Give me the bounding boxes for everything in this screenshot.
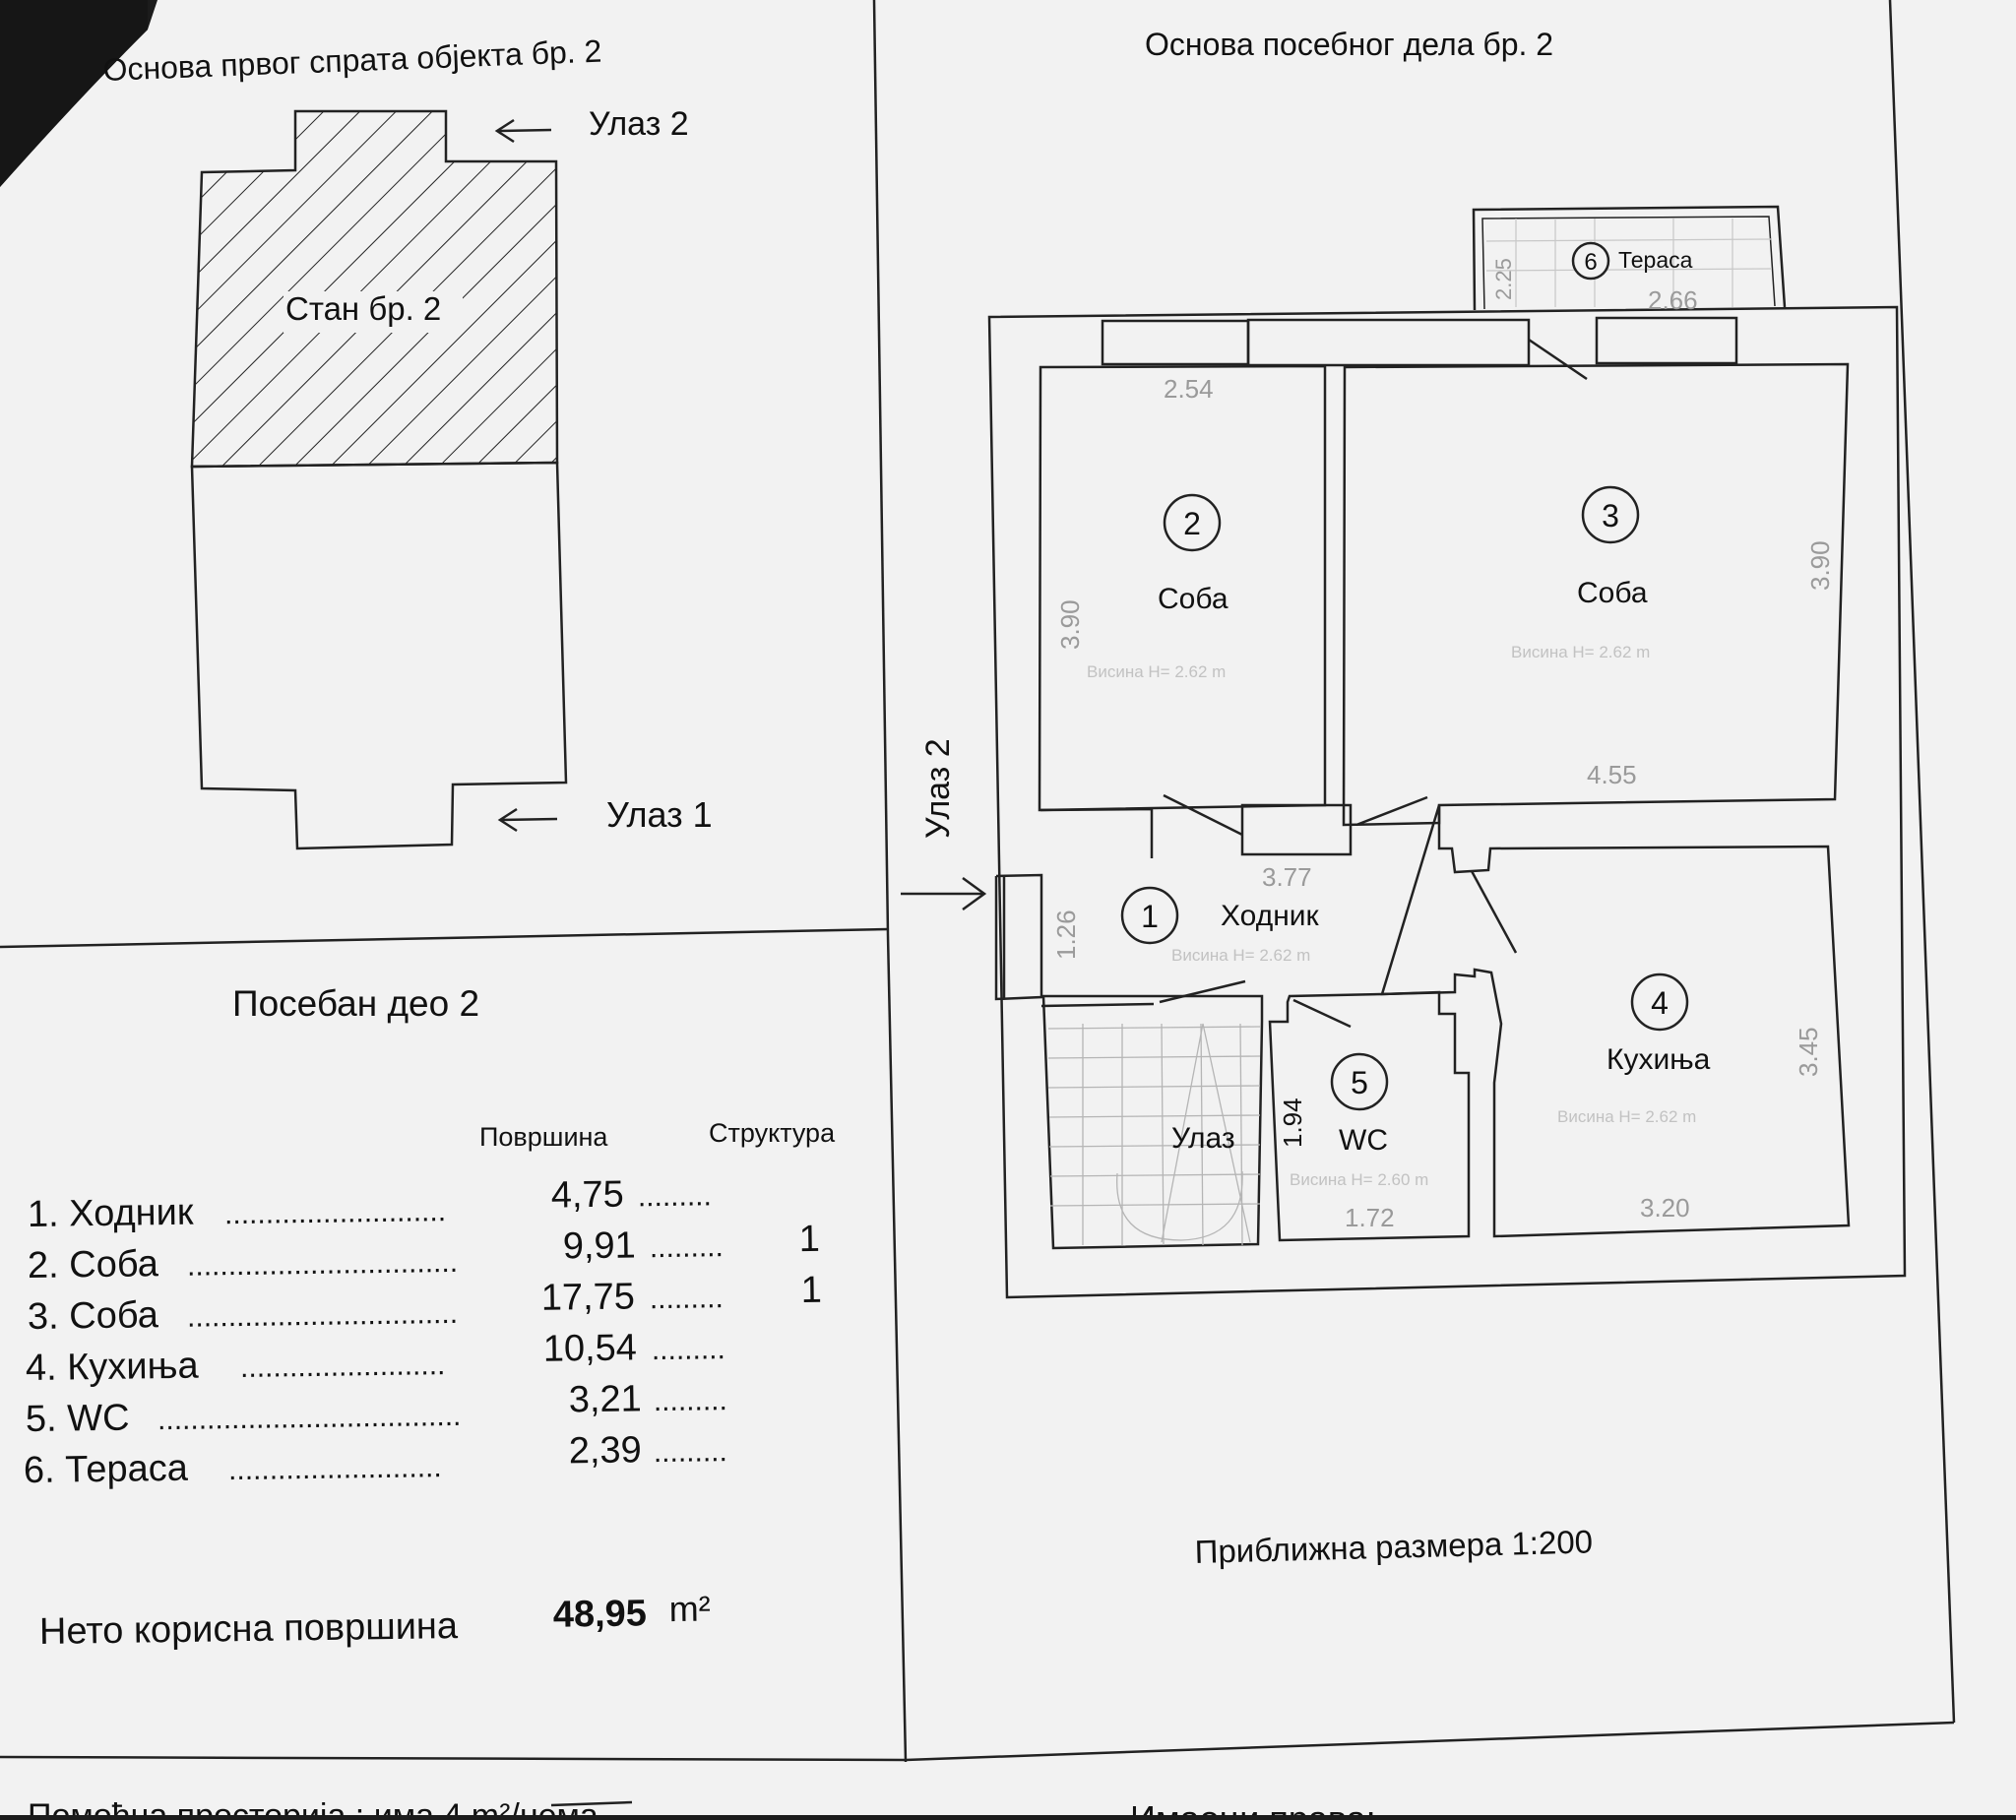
row-area: 9,91 — [562, 1224, 636, 1267]
room-2-name: Соба — [1158, 583, 1228, 615]
summary-row: 4. Кухиња ......................... 10,5… — [26, 1327, 725, 1389]
room-6-name: Тераса — [1618, 247, 1693, 273]
room-1-number: 1 — [1141, 899, 1159, 934]
net-area-label: Нето корисна површина — [39, 1605, 459, 1653]
dim-room3-depth: 3.90 — [1805, 540, 1835, 591]
arrow-entrance-bottom — [497, 807, 558, 833]
row-structure: 1 — [800, 1270, 822, 1311]
footer-left: Помоћна просторија : има 4 m²/нема — [28, 1797, 598, 1815]
row-leader-2: ......... — [652, 1333, 725, 1366]
row-leader: ..................................... — [158, 1400, 462, 1436]
dim-kitchen-width: 3.20 — [1640, 1193, 1690, 1223]
net-area-unit: m² — [668, 1588, 711, 1629]
row-leader: ......................... — [240, 1349, 446, 1384]
room-4-height: Висина H= 2.62 m — [1557, 1107, 1696, 1126]
summary-row: 6. Тераса .......................... 2,3… — [24, 1429, 727, 1491]
lower-area — [190, 461, 568, 850]
row-label: 4. Кухиња — [26, 1346, 200, 1389]
dim-room3-width: 4.55 — [1587, 760, 1637, 789]
room-3-number: 3 — [1602, 498, 1619, 533]
room-5-height: Висина H= 2.60 m — [1290, 1170, 1428, 1189]
room-3-name: Соба — [1577, 577, 1648, 609]
room-4-name: Кухиња — [1606, 1043, 1711, 1076]
room-2-height: Висина H= 2.62 m — [1087, 662, 1226, 681]
row-leader-2: ......... — [638, 1179, 712, 1213]
dim-wc-depth: 1.94 — [1278, 1098, 1307, 1148]
dim-hall-width: 3.77 — [1262, 862, 1312, 892]
col-structure-header: Структура — [709, 1118, 836, 1148]
row-label: 1. Ходник — [28, 1192, 194, 1235]
dim-wc-width: 1.72 — [1345, 1203, 1395, 1232]
arrow-entrance-top — [494, 118, 552, 144]
entrance-top-label: Улаз 2 — [589, 105, 689, 143]
net-area-value: 48,95 — [552, 1593, 647, 1635]
dim-room2-depth: 3.90 — [1055, 599, 1085, 650]
row-leader: ........................... — [224, 1195, 446, 1230]
room-4-number: 4 — [1651, 985, 1669, 1021]
net-area: Нето корисна површина 48,95 m² — [39, 1588, 711, 1653]
room-5-name: WC — [1339, 1124, 1388, 1157]
row-label: 2. Соба — [28, 1243, 159, 1287]
row-area: 10,54 — [542, 1327, 637, 1369]
room-1-height: Висина H= 2.62 m — [1171, 946, 1310, 965]
row-area: 17,75 — [540, 1276, 635, 1318]
summary-row: 3. Соба ................................… — [28, 1270, 822, 1338]
row-leader: .......................... — [228, 1451, 442, 1486]
terrace-outline — [1472, 205, 1787, 311]
summary-row: 2. Соба ................................… — [28, 1219, 820, 1287]
dim-terrace-depth: 2.25 — [1491, 258, 1516, 300]
row-leader: ................................. — [187, 1297, 458, 1334]
row-leader: ................................. — [187, 1246, 458, 1283]
row-leader-2: ......... — [654, 1384, 727, 1417]
footer-right: Имаоци права: — [1130, 1798, 1376, 1815]
dim-room2-width: 2.54 — [1164, 374, 1214, 404]
room-5-number: 5 — [1351, 1065, 1368, 1100]
dim-hall-depth: 1.26 — [1051, 910, 1081, 960]
summary-heading: Посебан део 2 — [232, 983, 479, 1024]
row-label: 3. Соба — [28, 1294, 159, 1338]
right-floor-plan — [901, 205, 1907, 1299]
page-frame — [0, 0, 1954, 1762]
row-leader-2: ......... — [650, 1282, 724, 1315]
row-structure: 1 — [798, 1219, 820, 1260]
footer-struck: нема — [520, 1797, 598, 1815]
stair-steps — [1047, 1023, 1261, 1246]
row-area: 2,39 — [568, 1429, 642, 1472]
entrance-bottom-label: Улаз 1 — [606, 794, 713, 835]
outer-wall — [987, 305, 1907, 1299]
summary-row: 5. WC ..................................… — [26, 1378, 727, 1440]
room-2-number: 2 — [1183, 506, 1201, 541]
left-floor-plan: Стан бр. 2 — [190, 109, 568, 850]
right-plan-title: Основа посебног дела бр. 2 — [1145, 27, 1553, 62]
row-area: 3,21 — [568, 1378, 642, 1420]
side-entrance-label: Улаз 2 — [919, 738, 957, 839]
row-label: 6. Тераса — [24, 1448, 189, 1491]
summary-rows: 1. Ходник ........................... 4,… — [24, 1174, 822, 1492]
room-1-name: Ходник — [1221, 900, 1320, 932]
room-6-number: 6 — [1584, 249, 1597, 276]
stair-label: Улаз — [1171, 1122, 1235, 1155]
col-area-header: Површина — [479, 1122, 608, 1152]
dim-terrace-width: 2.66 — [1648, 285, 1698, 315]
apartment-label: Стан бр. 2 — [285, 290, 441, 327]
row-label: 5. WC — [26, 1398, 130, 1440]
summary-row: 1. Ходник ........................... 4,… — [28, 1174, 712, 1235]
room-3-height: Висина H= 2.62 m — [1511, 643, 1650, 661]
paper-shadow — [0, 0, 148, 187]
dim-kitchen-depth: 3.45 — [1794, 1027, 1823, 1077]
row-area: 4,75 — [550, 1174, 624, 1217]
terrace-grid — [1485, 219, 1773, 307]
room-number-circles — [1120, 241, 1689, 1111]
row-leader-2: ......... — [654, 1435, 727, 1469]
room-5-outline — [1268, 990, 1471, 1242]
row-leader-2: ......... — [650, 1230, 724, 1264]
room-4-outline — [1380, 804, 1851, 1238]
